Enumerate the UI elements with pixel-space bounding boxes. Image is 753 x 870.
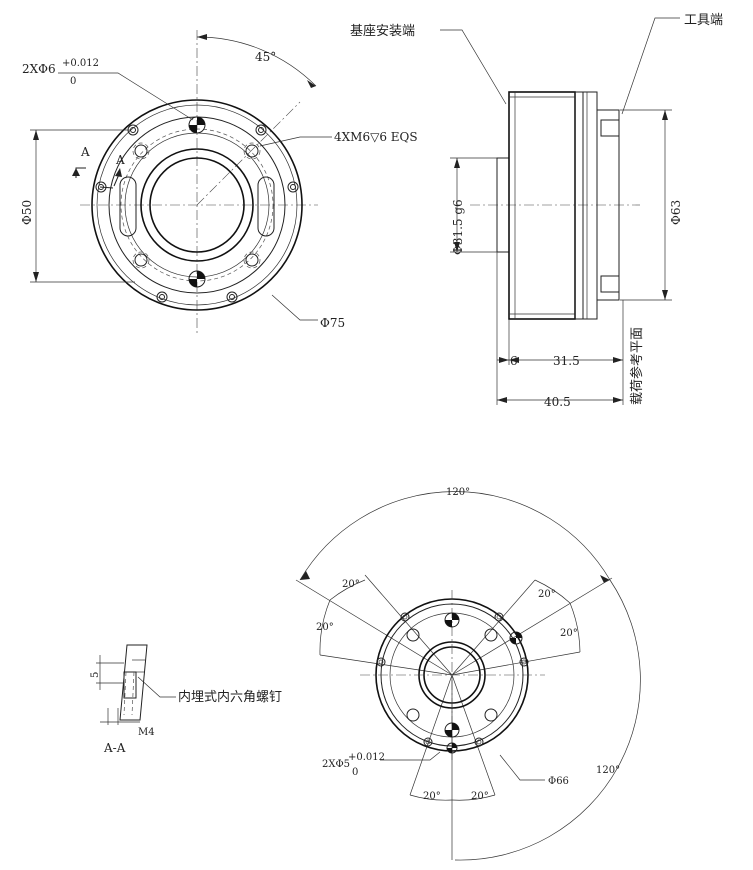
back-dia-66: Φ66 xyxy=(548,776,569,787)
back-hole-tol-upper: +0.012 xyxy=(348,752,385,763)
back-view xyxy=(295,491,641,861)
back-dowel-right xyxy=(509,631,523,645)
load-reference-plane-label: 载荷参考平面 xyxy=(629,327,645,405)
back-angle-120-top: 120° xyxy=(446,487,470,498)
section-mark-a-1: A xyxy=(80,145,90,159)
side-dim-6: 6 xyxy=(510,354,518,368)
front-dia-75: Φ75 xyxy=(320,316,345,330)
side-dim-40-5: 40.5 xyxy=(544,395,571,409)
bore-outer xyxy=(140,148,254,262)
dowel-hole-bottom xyxy=(188,270,206,288)
front-thread-callout: 4XM6▽6 EQS xyxy=(334,130,418,144)
back-angle-120-right: 120° xyxy=(596,765,620,776)
section-dim-5: 5 xyxy=(90,672,101,678)
embedded-screw-note: 内埋式内六角螺钉 xyxy=(178,689,282,705)
back-dowel-top xyxy=(444,612,460,628)
section-a-a xyxy=(96,644,176,725)
back-angle-20-a: 20° xyxy=(342,579,360,590)
back-hole-callout: 2XΦ5 xyxy=(322,759,350,770)
front-hole-tol-upper: +0.012 xyxy=(62,58,99,69)
rim-bolt-holes xyxy=(95,124,299,303)
side-dia-31-5: Φ31.5 g6 xyxy=(451,199,465,255)
back-angle-20-e: 20° xyxy=(423,791,441,802)
section-dim-m4: M4 xyxy=(138,727,155,738)
back-dowel-lower xyxy=(446,742,458,754)
back-angle-20-f: 20° xyxy=(471,791,489,802)
side-view xyxy=(440,17,680,405)
tool-end-label: 工具端 xyxy=(684,13,723,28)
outer-flange-circle xyxy=(91,99,303,311)
section-mark-a-2: A xyxy=(115,153,125,167)
side-dia-63: Φ63 xyxy=(669,200,683,225)
back-dowel-bottom xyxy=(444,722,460,738)
front-view-labels: 45° 2XΦ6 +0.012 0 4XM6▽6 EQS Φ50 Φ75 A A xyxy=(20,50,418,330)
front-dia-50: Φ50 xyxy=(20,200,34,225)
front-hole-callout: 2XΦ6 xyxy=(22,62,56,76)
section-labels: 5 M4 内埋式内六角螺钉 A-A xyxy=(90,672,282,755)
base-end-label: 基座安装端 xyxy=(350,24,415,39)
back-angle-20-c: 20° xyxy=(538,589,556,600)
front-view xyxy=(30,30,332,335)
side-view-labels: 基座安装端 工具端 Φ31.5 g6 Φ63 6 31.5 40.5 载荷参考平… xyxy=(350,13,723,409)
back-hole-tol-lower: 0 xyxy=(352,767,358,778)
dowel-hole-top xyxy=(188,116,206,134)
section-title: A-A xyxy=(103,741,126,755)
back-angle-20-b: 20° xyxy=(316,622,334,633)
back-view-labels: 120° 120° 20° 20° 20° 20° 20° 20° 2XΦ5 +… xyxy=(316,487,620,802)
front-hole-tol-lower: 0 xyxy=(70,76,76,87)
bore-inner xyxy=(149,157,245,253)
threaded-holes xyxy=(132,142,261,269)
side-dim-31-5: 31.5 xyxy=(553,354,580,368)
back-angle-20-d: 20° xyxy=(560,628,578,639)
front-angle-45: 45° xyxy=(255,50,276,64)
